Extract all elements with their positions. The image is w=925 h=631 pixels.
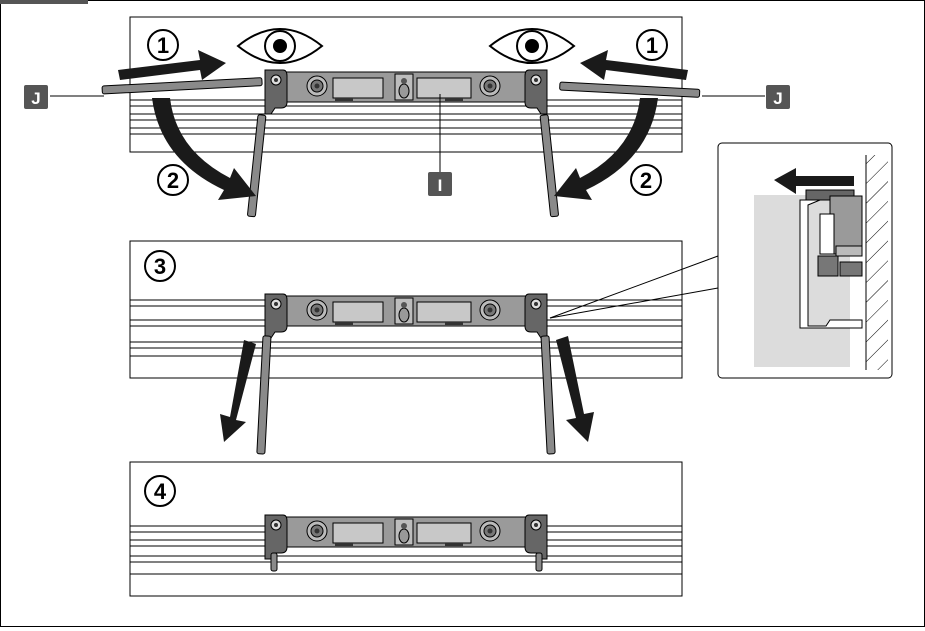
svg-text:1: 1 — [646, 33, 658, 58]
label-j-right: J — [766, 85, 790, 109]
svg-text:2: 2 — [640, 168, 652, 193]
arrow-icon — [118, 50, 226, 80]
arrow-icon — [774, 168, 854, 194]
rod-stub-right — [535, 552, 543, 572]
step-number-1-left: 1 — [147, 29, 179, 61]
arrow-icon — [556, 336, 594, 442]
label-j-left: J — [24, 85, 48, 109]
rod-j-left — [101, 77, 263, 95]
step-number-1-right: 1 — [636, 29, 668, 61]
panel-step-4: 4 — [129, 461, 683, 597]
panel-step-1: 1 1 2 2 J J I — [24, 16, 790, 218]
svg-text:2: 2 — [167, 168, 179, 193]
svg-text:J: J — [31, 89, 40, 108]
svg-text:I: I — [438, 176, 443, 195]
step-number-2-right: 2 — [630, 164, 662, 196]
curved-arrow-icon — [554, 98, 658, 200]
svg-text:1: 1 — [157, 33, 169, 58]
panel-step-3: 3 — [129, 240, 719, 455]
rail-profile — [799, 199, 863, 329]
step-number-4: 4 — [144, 475, 176, 507]
svg-text:3: 3 — [154, 254, 166, 279]
svg-text:4: 4 — [154, 479, 167, 504]
curved-arrow-icon — [152, 98, 256, 200]
rod-down-right — [539, 114, 559, 218]
rod-right-3 — [540, 335, 556, 455]
rod-left-3 — [256, 335, 272, 455]
rod-j-right — [559, 81, 701, 98]
wall-hatch — [866, 155, 888, 370]
header-tab — [0, 0, 88, 4]
label-i: I — [428, 172, 452, 196]
step-number-3: 3 — [144, 250, 176, 282]
step-number-2-left: 2 — [157, 164, 189, 196]
rod-stub-left — [270, 552, 278, 572]
svg-text:J: J — [773, 89, 782, 108]
arrow-icon — [580, 50, 688, 80]
arrow-icon — [220, 340, 256, 442]
detail-view — [717, 142, 893, 379]
